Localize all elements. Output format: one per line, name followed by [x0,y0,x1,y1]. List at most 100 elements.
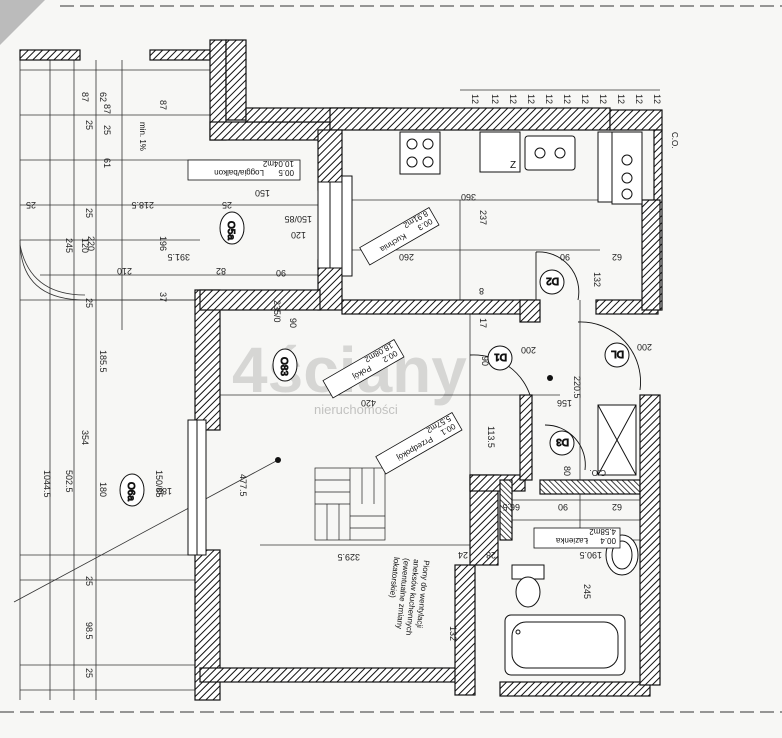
svg-text:200: 200 [637,342,652,352]
svg-text:1044.5: 1044.5 [42,470,52,498]
svg-text:90: 90 [558,502,568,512]
svg-text:132: 132 [448,626,458,641]
svg-text:185.5: 185.5 [98,350,108,373]
door-d3: D3 [556,436,569,447]
point-markers [275,375,553,463]
bathroom-fixtures [504,404,639,676]
room-label-bath: 00.4 Łazienka 4.58m2 [533,527,621,549]
svg-text:87: 87 [158,100,168,110]
svg-text:17: 17 [478,318,488,328]
svg-text:12: 12 [544,94,554,104]
svg-text:80: 80 [562,466,572,476]
svg-text:25: 25 [26,200,36,210]
svg-text:90: 90 [276,268,286,278]
door-dl: DL [611,348,624,359]
svg-text:218.5: 218.5 [131,200,154,210]
svg-text:391.5: 391.5 [167,252,190,262]
window-o5a: O5a [225,221,236,240]
svg-text:25: 25 [222,200,232,210]
svg-text:235/0: 235/0 [272,300,282,323]
svg-text:180: 180 [157,486,172,496]
windows [187,175,353,556]
svg-text:132: 132 [592,272,602,287]
svg-text:25: 25 [102,125,112,135]
walls [19,39,663,701]
bath-code: 00.4 [600,536,616,545]
svg-text:28: 28 [486,550,496,560]
window-o83: O83 [278,357,289,376]
svg-text:12: 12 [634,94,644,104]
svg-text:82: 82 [216,266,226,276]
svg-text:120: 120 [291,230,306,240]
z-note: Z [510,160,516,171]
window-o6a: O6a [125,482,136,501]
svg-text:502.5: 502.5 [64,470,74,493]
svg-text:120: 120 [80,238,90,253]
slope-note: min. 1% [138,122,147,151]
svg-text:200: 200 [521,345,536,355]
window-markers: O5a O6a O83 [119,211,298,507]
svg-text:90: 90 [480,356,490,366]
svg-text:150/85: 150/85 [284,214,312,224]
svg-text:12: 12 [490,94,500,104]
svg-text:62: 62 [612,252,622,262]
bath-name: Łazienka [555,536,588,545]
svg-text:12: 12 [652,94,662,104]
room-label-hall: 00.1 Przedpokój 5.57m2 [375,412,463,475]
svg-text:25: 25 [84,208,94,218]
svg-text:12: 12 [470,94,480,104]
svg-text:61: 61 [102,158,112,168]
top-ticks: 12 12 12 12 12 12 12 12 12 12 12 [470,94,662,104]
svg-text:180: 180 [98,482,108,497]
room-label-loggia: 00.5 Loggia/balkon 10.04m2 [187,159,301,181]
svg-text:150/85: 150/85 [154,470,164,498]
bath-area: 4.58m2 [589,527,616,536]
svg-text:245: 245 [582,584,592,599]
svg-text:12: 12 [508,94,518,104]
vent-note-4: lokatorskie) [388,557,401,599]
svg-text:25: 25 [84,668,94,678]
svg-text:37: 37 [158,292,168,302]
scan-artifacts [0,0,782,713]
svg-text:87: 87 [102,104,112,114]
svg-text:477.5: 477.5 [238,474,248,497]
door-d2: D2 [546,275,559,286]
svg-text:62: 62 [612,502,622,512]
parquet-pattern [314,467,386,541]
svg-text:210: 210 [117,266,132,276]
svg-text:190.5: 190.5 [579,550,602,560]
svg-text:329.5: 329.5 [337,552,360,562]
door-d1: D1 [494,351,507,362]
kitchen-equipment [399,131,643,205]
svg-text:90: 90 [288,318,298,328]
svg-text:220: 220 [86,236,96,251]
dimension-texts: 87 25 61 25 120 25 185.5 354 180 25 98.5… [26,92,652,678]
svg-text:25: 25 [84,576,94,586]
svg-text:12: 12 [562,94,572,104]
watermark: 4ściany nieruchomości [232,334,467,417]
loggia-area: 10.04m2 [262,159,294,168]
svg-text:25: 25 [84,298,94,308]
loggia-code: 00.5 [278,168,294,177]
svg-text:420: 420 [361,398,376,408]
svg-text:8: 8 [479,286,484,296]
svg-text:62: 62 [98,92,108,102]
svg-text:245: 245 [64,238,74,253]
svg-text:24: 24 [458,550,468,560]
loggia-name: Loggia/balkon [214,168,264,177]
svg-text:196: 196 [158,236,168,251]
svg-text:237: 237 [478,210,488,225]
svg-text:156: 156 [557,398,572,408]
svg-text:98.5: 98.5 [84,622,94,640]
co-note-top: C.O. [670,132,679,148]
svg-text:66.5: 66.5 [502,502,520,512]
svg-text:12: 12 [526,94,536,104]
svg-text:90: 90 [560,252,570,262]
svg-text:220.5: 220.5 [572,376,582,399]
svg-text:87: 87 [80,92,90,102]
svg-text:25: 25 [84,120,94,130]
svg-text:260: 260 [399,252,414,262]
door-markers: D2 D1 D3 DL [487,269,630,456]
watermark-subtitle: nieruchomości [314,402,398,417]
